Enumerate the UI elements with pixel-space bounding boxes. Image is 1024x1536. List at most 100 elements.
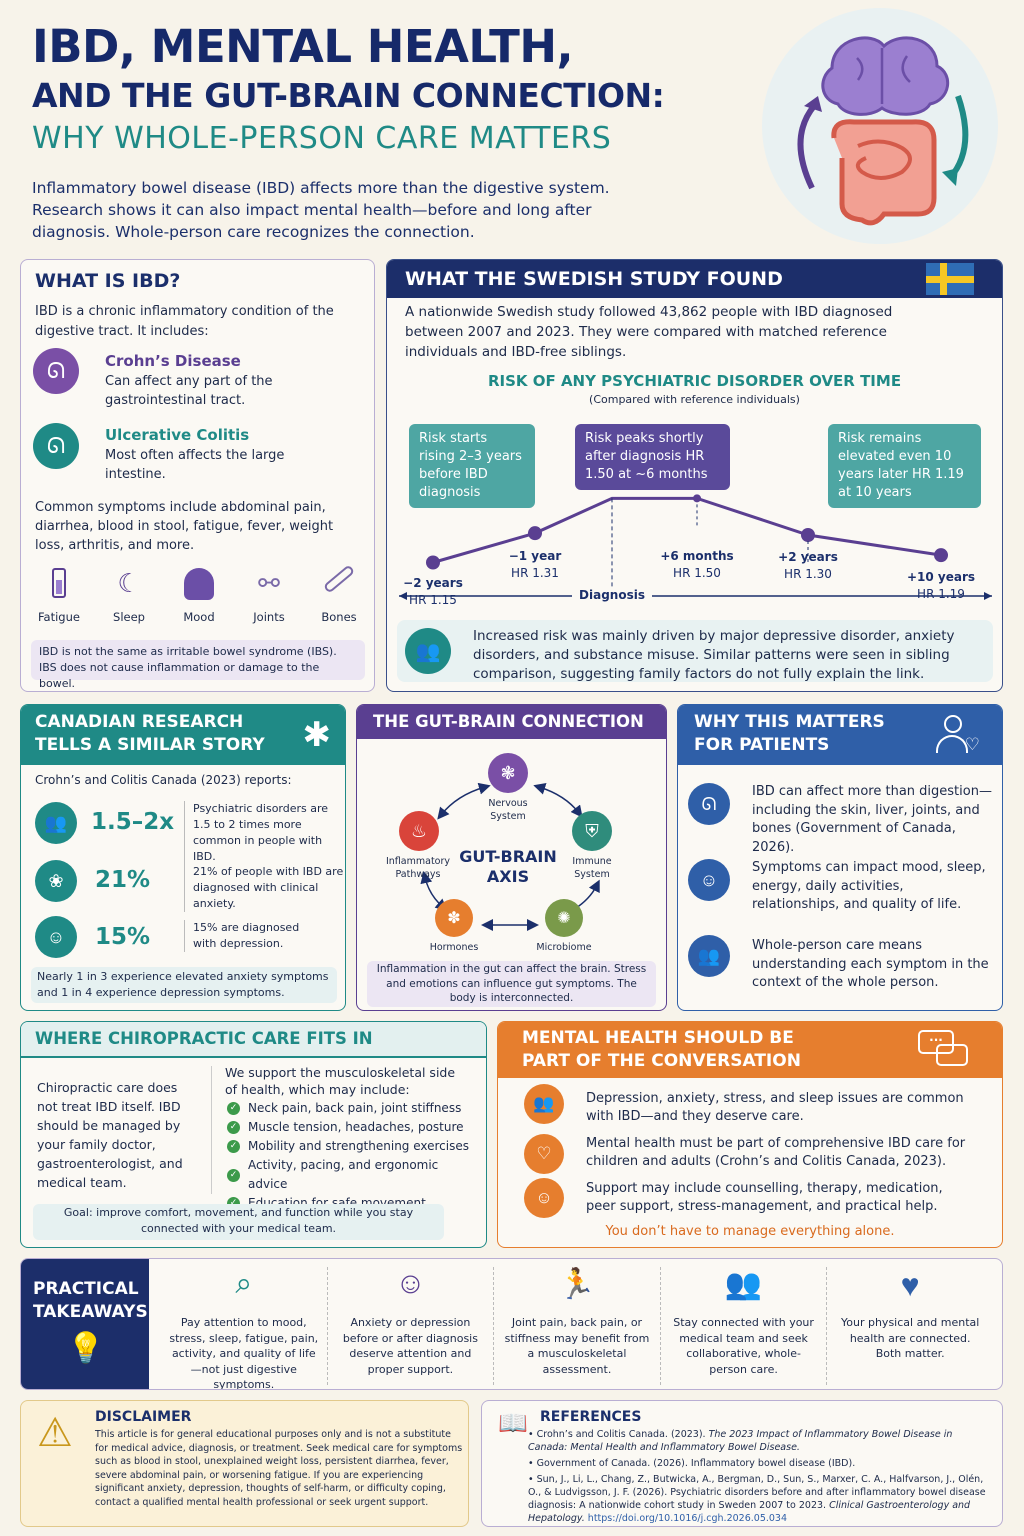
immune-system-icon: ⛨ <box>572 811 612 851</box>
group-stat-icon: 👥 <box>35 802 77 844</box>
canadian-panel: CANADIAN RESEARCH TELLS A SIMILAR STORY … <box>20 704 346 1011</box>
ibs-note-text: IBD is not the same as irritable bowel s… <box>39 645 337 690</box>
axis-arrow <box>399 592 407 600</box>
takeaway-text: Anxiety or depression before or after di… <box>342 1316 478 1376</box>
references-heading: REFERENCES <box>540 1409 642 1425</box>
risk-data-point <box>693 494 701 503</box>
chiro-list-label: Neck pain, back pain, joint stiffness <box>248 1101 462 1115</box>
takeaways-header: PRACTICAL TAKEAWAYS 💡 <box>21 1259 149 1389</box>
doi-link[interactable]: https://doi.org/10.1016/j.cgh.2026.05.03… <box>587 1513 788 1524</box>
reference-2: • Government of Canada. (2026). Inflamma… <box>528 1458 856 1469</box>
joints-label: Joints <box>253 610 285 624</box>
battery-icon <box>52 568 66 598</box>
risk-series-line <box>432 496 942 564</box>
takeaway-item: 👥 Stay connected with your medical team … <box>661 1267 828 1385</box>
book-icon: 📖 <box>498 1410 528 1437</box>
warning-icon: ⚠ <box>37 1411 73 1455</box>
sleep-label: Sleep <box>113 610 145 624</box>
crohns-text: Can affect any part of the gastrointesti… <box>105 374 273 408</box>
symptoms-text: Common symptoms include abdominal pain, … <box>35 500 334 553</box>
reference-1: • Crohn’s and Colitis Canada. (2023). Th… <box>528 1429 953 1453</box>
fatigue-label: Fatigue <box>38 610 80 624</box>
gut-brain-illustration <box>762 8 998 244</box>
head-stat-icon: ☺ <box>35 916 77 958</box>
chiro-list-item: ✓Muscle tension, headaches, posture <box>227 1118 477 1137</box>
takeaway-text: Your physical and mental health are conn… <box>841 1316 980 1360</box>
callout-rising: Risk starts rising 2–3 years before IBD … <box>409 424 535 508</box>
takeaways-heading-2: TAKEAWAYS <box>33 1302 148 1322</box>
hormones-icon: ✽ <box>435 899 473 937</box>
bones-label: Bones <box>321 610 357 624</box>
node-immune: Immune System <box>572 856 612 880</box>
heart-icon: ♥ <box>900 1267 920 1303</box>
heart-hands-icon: ♡ <box>524 1134 564 1174</box>
chart-data-label: HR 1.15 <box>409 592 457 607</box>
mood-item: Mood <box>169 568 229 634</box>
joint-icon: ⚯ <box>258 568 280 598</box>
chiro-goal: Goal: improve comfort, movement, and fun… <box>33 1204 444 1240</box>
disclaimer-panel: ⚠ DISCLAIMER This article is for general… <box>20 1400 469 1527</box>
references-panel: 📖 REFERENCES • Crohn’s and Colitis Canad… <box>481 1400 1003 1527</box>
intro-text: Inflammatory bowel disease (IBD) affects… <box>32 179 610 241</box>
bone-icon <box>322 564 356 594</box>
chiro-list-item: ✓Neck pain, back pain, joint stiffness <box>227 1099 477 1118</box>
chart-tick-label: −2 years <box>403 575 463 590</box>
cycle-arrow-left-icon <box>797 104 817 190</box>
intestine-icon: ᘏ <box>688 783 730 825</box>
canadian-note: Nearly 1 in 3 experience elevated anxiet… <box>31 967 337 1003</box>
gut-brain-panel: THE GUT-BRAIN CONNECTION ❃ Nervous Syste… <box>356 704 667 1011</box>
risk-data-point <box>934 548 948 563</box>
bones-item: Bones <box>309 564 369 634</box>
takeaway-text: Stay connected with your medical team an… <box>673 1316 814 1376</box>
swedish-study-panel: WHAT THE SWEDISH STUDY FOUND A nationwid… <box>386 259 1003 692</box>
risk-chart <box>399 494 992 600</box>
stat-2-value: 21% <box>95 867 151 893</box>
takeaway-items: ⌕ Pay attention to mood, stress, sleep, … <box>161 1267 993 1389</box>
what-is-ibd-panel: WHAT IS IBD? IBD is a chronic inflammato… <box>20 259 375 692</box>
gut-brain-header: THE GUT-BRAIN CONNECTION <box>357 705 666 739</box>
why-matters-panel: WHY THIS MATTERS FOR PATIENTS ♡ ᘏ IBD ca… <box>677 704 1003 1011</box>
callout-peak: Risk peaks shortly after diagnosis HR 1.… <box>575 424 730 490</box>
brain-icon <box>821 36 950 116</box>
chiro-right-intro: We support the musculoskeletal side of h… <box>225 1065 456 1097</box>
fatigue-item: Fatigue <box>29 568 89 634</box>
crohns-icon: ᘏ <box>33 348 79 394</box>
reference-3: • Sun, J., Li, L., Chang, Z., Butwicka, … <box>528 1474 986 1524</box>
gut-brain-center-1: GUT-BRAIN <box>459 847 557 866</box>
people-group-icon: 👥 <box>405 628 451 674</box>
chiro-list-item: ✓Mobility and strengthening exercises <box>227 1137 477 1156</box>
moon-icon: ☾ <box>117 568 141 598</box>
reference-3-text: Sun, J., Li, L., Chang, Z., Butwicka, A.… <box>528 1474 986 1511</box>
group-icon: 👥 <box>688 935 730 977</box>
why-matters-header: WHY THIS MATTERS FOR PATIENTS ♡ <box>678 705 1002 765</box>
risk-data-point <box>528 526 542 541</box>
chart-tick-label: −1 year <box>508 549 562 563</box>
mental-tagline: You don’t have to manage everything alon… <box>605 1224 895 1239</box>
why-item-1: IBD can affect more than digestion—inclu… <box>752 784 992 855</box>
uc-text: Most often affects the large intestine. <box>105 448 285 482</box>
magnifier-icon: ⌕ <box>235 1267 253 1300</box>
mental-heading-1: MENTAL HEALTH SHOULD BE <box>522 1028 794 1048</box>
takeaway-item: ♥ Your physical and mental health are co… <box>827 1267 993 1385</box>
microbiome-icon: ✺ <box>545 899 583 937</box>
canadian-source: Crohn’s and Colitis Canada (2023) report… <box>35 773 292 787</box>
why-heading-2: FOR PATIENTS <box>694 735 830 755</box>
check-icon: ✓ <box>227 1168 240 1182</box>
title-line1: IBD, MENTAL HEALTH, <box>32 20 574 73</box>
swedish-intro: A nationwide Swedish study followed 43,8… <box>405 304 893 360</box>
gut-brain-note: Inflammation in the gut can affect the b… <box>367 961 656 1007</box>
chiro-heading: WHERE CHIROPRACTIC CARE FITS IN <box>35 1029 373 1048</box>
chart-data-label: HR 1.19 <box>917 587 965 602</box>
reference-1-title: The 2023 Impact of Inflammatory Bowel Di… <box>528 1429 953 1453</box>
node-hormones: Hormones <box>429 942 479 953</box>
swedish-footer: 👥 Increased risk was mainly driven by ma… <box>397 620 993 682</box>
chiro-panel: WHERE CHIROPRACTIC CARE FITS IN Chiropra… <box>20 1021 487 1248</box>
disclaimer-heading: DISCLAIMER <box>95 1409 192 1425</box>
chart-tick-label: +2 years <box>778 550 838 564</box>
check-icon: ✓ <box>227 1121 240 1134</box>
chiro-list-item: ✓Activity, pacing, and ergonomic advice <box>227 1156 477 1194</box>
disclaimer-text: This article is for general educational … <box>95 1429 463 1508</box>
